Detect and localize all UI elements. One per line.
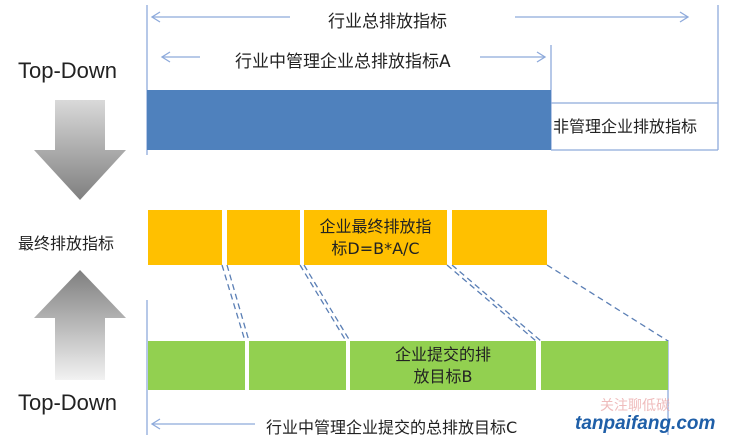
managed-bar [147, 90, 551, 150]
final-enterprise-index: 企业最终排放指标D=B*A/C [304, 210, 447, 265]
green-segment [148, 341, 245, 390]
industry-total-label: 行业总排放指标 [328, 12, 447, 32]
watermark-cn: 关注聊低碳 [600, 398, 670, 414]
top-down-label-top: Top-Down [18, 58, 118, 83]
watermark-logo: tanpaifang.com [575, 413, 716, 434]
managed-total-label: 行业中管理企业总排放指标A [235, 52, 451, 72]
submitted-target: 企业提交的排放目标B [350, 341, 536, 390]
orange-segment [148, 210, 222, 265]
submitted-total-label: 行业中管理企业提交的总排放目标C [266, 418, 518, 437]
up-arrow-icon [34, 270, 126, 380]
orange-segment [452, 210, 547, 265]
top-down-label-bottom: Top-Down [18, 390, 118, 415]
unmanaged-label: 非管理企业排放指标 [553, 117, 698, 136]
green-segment [249, 341, 346, 390]
down-arrow-icon [34, 100, 126, 200]
orange-segment [227, 210, 300, 265]
green-segment [541, 341, 668, 390]
final-index-label: 最终排放指标 [18, 234, 115, 253]
